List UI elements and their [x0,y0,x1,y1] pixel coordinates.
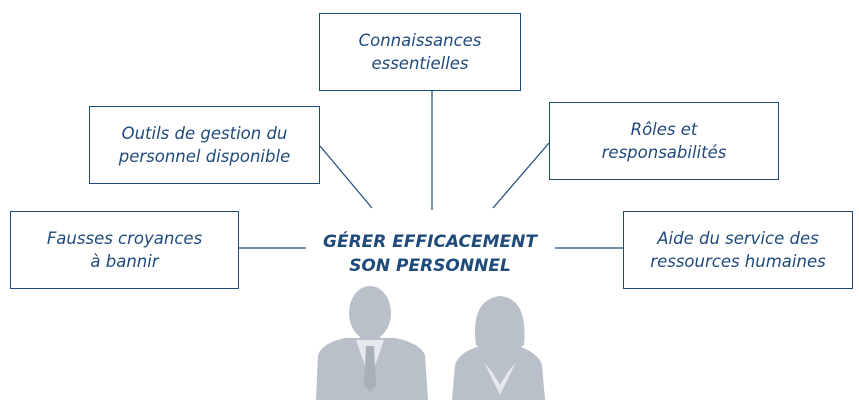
central-title: GÉRER EFFICACEMENT SON PERSONNEL [323,232,537,276]
node-aide-rh: Aide du service des ressources humaines [623,211,853,289]
node-label: Fausses croyances à bannir [46,229,203,271]
node-fausses-croyances: Fausses croyances à bannir [10,211,239,289]
node-label: Aide du service des ressources humaines [650,229,826,271]
node-label: Rôles et responsabilités [601,120,727,162]
node-label: Outils de gestion du personnel disponibl… [118,124,291,166]
woman-silhouette-icon [452,296,545,400]
connector-upper-left [319,145,373,209]
man-silhouette-icon [316,286,428,400]
node-label: Connaissances essentielles [358,31,482,73]
node-connaissances-essentielles: Connaissances essentielles [319,13,521,91]
node-outils-de-gestion: Outils de gestion du personnel disponibl… [89,106,320,184]
connector-upper-right [492,142,550,209]
node-roles-responsabilites: Rôles et responsabilités [549,102,779,180]
